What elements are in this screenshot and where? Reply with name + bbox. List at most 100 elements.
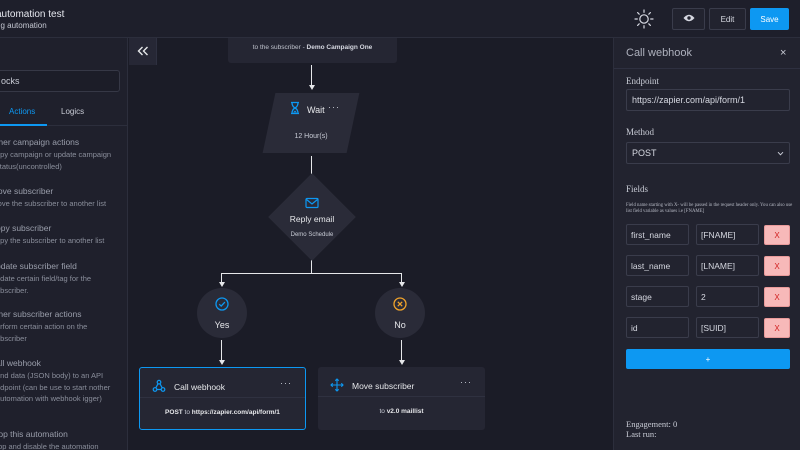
campaign-name: Demo Campaign One [306,44,373,51]
connector-branch [221,273,402,274]
endpoint-label: Endpoint [626,76,659,86]
connector-arrow [308,85,315,90]
connector-arrow [218,360,225,365]
field-value-input[interactable]: [FNAME] [696,224,759,245]
yes-branch-label: Yes [214,320,230,330]
node-menu[interactable]: ··· [280,378,292,388]
panel-divider [614,68,800,69]
chevron-down-icon [777,149,784,156]
action-other-campaign-actions[interactable]: ther campaign actions opy campaign or up… [0,137,120,172]
eye-icon [683,14,695,24]
connector-arrow [218,282,225,287]
flow-canvas[interactable]: to the subscriber - Demo Campaign One Wa… [129,38,613,450]
action-title: ther campaign actions [0,137,80,147]
node-title: Move subscriber [352,381,415,391]
action-move-subscriber[interactable]: love subscriber love the subscriber to a… [0,186,120,210]
last-run: Last run: [626,429,657,439]
send-email-node[interactable]: to the subscriber - Demo Campaign One [228,38,397,63]
node-menu[interactable]: ··· [460,377,472,387]
preview-button[interactable] [672,8,705,30]
action-title: pdate subscriber field [0,261,77,271]
remove-field-button[interactable]: X [764,225,790,245]
action-call-webhook[interactable]: all webhook end data (JSON body) to an A… [0,358,120,405]
action-update-subscriber-field[interactable]: pdate subscriber field pdate certain fie… [0,261,120,296]
endpoint-input[interactable]: https://zapier.com/api/form/1 [626,89,790,111]
connector [311,65,312,85]
action-other-subscriber-actions[interactable]: ther subscriber actions erform certain a… [0,309,120,344]
reply-email-subtitle: Demo Schedule [290,232,334,238]
envelope-icon [305,196,319,209]
move-to: to [379,408,387,415]
collapse-sidebar-button[interactable] [129,38,157,65]
node-divider [140,397,305,398]
action-title: opy subscriber [0,223,52,233]
connector-arrow [398,360,405,365]
action-description: love the subscriber to another list [0,199,107,208]
connector [401,340,402,361]
no-branch[interactable] [375,288,425,338]
webhook-to: to [182,409,192,416]
method-label: Method [626,127,654,137]
field-value-input[interactable]: 2 [696,286,759,307]
add-field-button[interactable]: + [626,349,790,369]
action-stop-automation[interactable]: top this automation top and disable the … [0,429,120,450]
connector [221,340,222,361]
save-button[interactable]: Save [750,8,789,30]
tab-logics[interactable]: Logics [61,107,85,116]
automation-title: automation test [0,9,65,20]
action-description: opy campaign or update campaign status(u… [0,150,112,171]
no-branch-label: No [394,320,406,330]
close-icon[interactable]: × [780,47,787,59]
wait-node[interactable] [262,93,360,153]
field-value-input[interactable]: [SUID] [696,317,759,338]
sun-icon[interactable] [633,8,655,30]
connector [311,260,312,274]
field-name-input[interactable]: last_name [626,255,689,276]
node-settings-panel: Call webhook × Endpoint https://zapier.c… [613,38,800,450]
hourglass-icon [288,101,302,115]
node-subtitle: POST to https://zapier.com/api/form/1 [140,409,305,416]
node-title: Call webhook [174,382,226,392]
action-description: pdate certain field/tag for the ubscribe… [0,274,92,295]
x-circle-icon [393,297,407,311]
action-description: end data (JSON body) to an API ndpoint (… [0,371,111,403]
action-title: top this automation [0,429,68,439]
edit-button[interactable]: Edit [709,8,746,30]
target-list: v2.0 maillist [386,408,424,415]
tab-actions[interactable]: Actions [9,107,36,116]
field-value-input[interactable]: [LNAME] [696,255,759,276]
action-title: all webhook [0,358,41,368]
method-value: POST [632,148,657,158]
panel-title: Call webhook [626,47,693,59]
move-arrows-icon [330,378,344,392]
action-description: erform certain action on the ubscriber [0,322,88,343]
remove-field-button[interactable]: X [764,256,790,276]
tab-divider [0,125,127,126]
field-name-input[interactable]: first_name [626,224,689,245]
remove-field-button[interactable]: X [764,318,790,338]
field-name-input[interactable]: id [626,317,689,338]
call-webhook-node[interactable]: Call webhook ··· POST to https://zapier.… [139,367,306,430]
node-divider [318,396,485,397]
active-tab-indicator [0,124,47,126]
field-name-input[interactable]: stage [626,286,689,307]
engagement-count: Engagement: 0 [626,419,678,429]
wait-node-title: Wait [307,105,325,115]
yes-branch[interactable] [197,288,247,338]
connector [221,273,222,282]
reply-email-title: Reply email [289,214,335,224]
fields-help-text: Field name starting with X- will be pass… [626,203,793,215]
automation-subtitle: ng automation [0,21,47,30]
node-subtitle: to v2.0 maillist [318,408,485,415]
check-circle-icon [215,297,229,311]
remove-field-button[interactable]: X [764,287,790,307]
wait-node-menu[interactable]: ··· [328,102,340,112]
move-subscriber-node[interactable]: Move subscriber ··· to v2.0 maillist [318,367,485,430]
action-description: opy the subscriber to another list [0,236,105,245]
blocks-search-input[interactable]: ocks [0,70,120,92]
double-chevron-left-icon [137,43,149,61]
action-title: ther subscriber actions [0,309,82,319]
action-copy-subscriber[interactable]: opy subscriber opy the subscriber to ano… [0,223,120,247]
method-select[interactable]: POST [626,142,790,164]
action-description: top and disable the automation [0,442,99,450]
